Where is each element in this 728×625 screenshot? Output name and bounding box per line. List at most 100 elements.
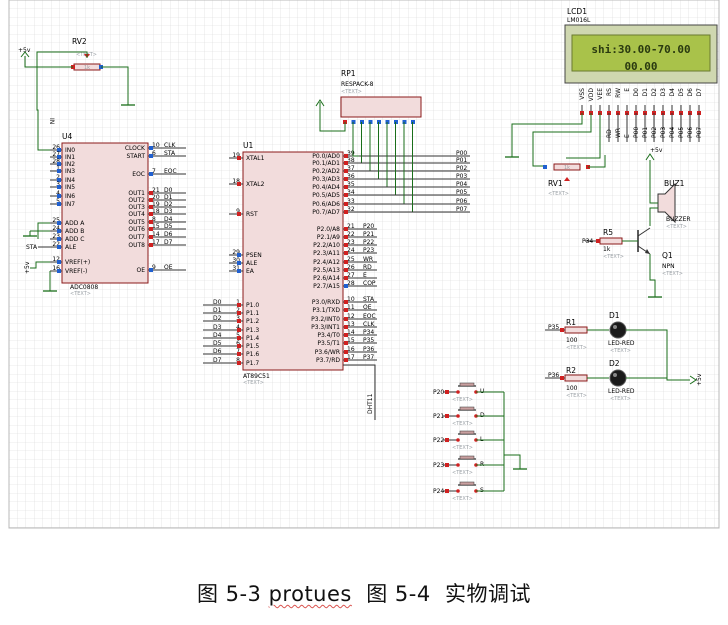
u1-pin-18-name: XTAL2 [246,181,265,188]
u4-pin-23-number: 23 [52,233,60,240]
u1-pin-37-marker [344,169,348,173]
u1-pin-37-name: P0.2/AD2 [312,168,340,175]
button-S-cap [459,481,475,486]
u1-pin-39-name: P0.0/AD0 [312,153,340,160]
u1-pin-11-marker [344,308,348,312]
u4-pin-10-marker [149,146,153,150]
u4-pin-9-marker [149,268,153,272]
u1-pin-31-marker [237,269,241,273]
u1-pin-35-number: 35 [347,181,355,188]
button-R-pin-marker [445,463,449,467]
u1-pin-1-number: 1 [236,299,240,306]
u4-pin-21-name: OUT1 [128,190,145,197]
u1-pin-28-number: 28 [347,280,355,287]
led1-r-value-label: 100 [566,337,578,344]
buzzer-ref-label: BUZ1 [664,179,685,188]
u1-model-label: AT89C51 [243,373,270,380]
rv1-wiper-arrow [564,177,570,181]
u1-pin-2-number: 2 [236,307,240,314]
u1-pin-25-marker [344,260,348,264]
u1-pin-29-marker [237,253,241,257]
u4-pin-24-marker [57,229,61,233]
u1-pin-33-number: 33 [347,198,355,205]
lcd-bus-P05-label: P05 [678,127,685,138]
u1-pin-7-number: 7 [236,348,240,355]
rv2-supply-wire [24,56,73,68]
rp1-model-label: RESPACK-8 [341,81,374,88]
u1-pin-27-name: P2.6/A14 [313,275,340,282]
lcd-vss-wire [511,113,583,152]
lcd-line-2: 00.00 [624,60,657,73]
u4-pin-3-number: 3 [56,181,60,188]
caption-protues-word: protues [268,582,352,606]
u1-pin-4-number: 4 [236,324,240,331]
u4-net-OE-label: OE [164,264,173,271]
rv2-power-label: +5v [18,47,31,54]
u1-pin-3-marker [237,319,241,323]
q1-model-label: NPN [662,263,675,270]
u4-pin-19-marker [149,205,153,209]
u1-pin-30-number: 30 [232,257,240,264]
u1-pin-21-marker [344,227,348,231]
u1-pin-21-number: 21 [347,223,355,230]
u1-pin-4-name: P1.3 [246,327,259,334]
u1-pin-7-name: P1.6 [246,351,259,358]
u1-mcu-body [242,151,344,371]
u1-pin-23-marker [344,243,348,247]
r5-ref-label: R5 [603,228,613,237]
rv2-ref-label: RV2 [72,37,87,46]
led2-net-label: P36 [548,372,559,379]
led2-d-text-tag: <TEXT> [610,396,631,402]
u4-text-tag: <TEXT> [70,291,91,297]
u4-pin-22-marker [57,245,61,249]
u4-pin-9-name: OE [136,267,145,274]
u4-pin-24-name: ADD B [65,228,84,235]
rv1-wire [588,155,606,168]
u1-pin-36-number: 36 [347,173,355,180]
u1-pin-18-number: 18 [232,178,240,185]
u4-pin-5-number: 5 [56,198,60,205]
u1-pin-8-number: 8 [236,357,240,364]
u4-pin-4-marker [57,194,61,198]
u1-pin-6-marker [237,344,241,348]
u1-pin-36-marker [344,177,348,181]
u4-pin-7-marker [149,172,153,176]
u1-pin-13-name: P3.3/INT1 [311,324,340,331]
u1-dht-wire [343,364,376,420]
led1-r-ref-label: R1 [566,318,576,327]
u1-pin-24-number: 24 [347,247,355,254]
rv2-power-arrow [20,51,30,58]
p0-net-P05-label: P05 [456,189,467,196]
u1-pin-37-number: 37 [347,165,355,172]
lcd-pin-E-label: E [624,88,631,92]
figure-caption: 图 5-3 protues 图 5-4 实物调试 [0,578,728,608]
buzzer-power-wire [649,160,658,204]
u1-pin-18-marker [237,182,241,186]
u4-pin-10-number: 10 [152,142,160,149]
u1-pin-14-name: P3.4/T0 [317,332,340,339]
u1-pin-16-name: P3.6/WR [315,349,340,356]
buzzer-q1-wire [649,207,658,226]
u1-pin-10-number: 10 [347,296,355,303]
u1-pin-17-name: P3.7/RD [316,357,340,364]
lcd-pin-VEE-label: VEE [597,88,604,100]
u1-pin-3-number: 3 [236,315,240,322]
u1-pin-4-marker [237,328,241,332]
u1-pin-5-number: 5 [236,332,240,339]
lcd-bus-E-label: E [624,134,631,138]
u4-pin-8-marker [149,220,153,224]
u4-pin-22-number: 22 [52,241,60,248]
u1-net-P37-label: P37 [363,354,374,361]
u1-pin-32-marker [344,210,348,214]
u4-net-D0-label: D0 [164,187,173,194]
u4-pin-18-number: 18 [152,208,160,215]
r5-text-tag: <TEXT> [603,254,624,260]
lcd-ref-label: LCD1 [567,7,587,16]
u1-pin-30-marker [237,261,241,265]
button-L-text-tag: <TEXT> [452,445,473,451]
u4-pin-1-marker [57,169,61,173]
u1-pin-38-number: 38 [347,157,355,164]
u1-pin-35-marker [344,185,348,189]
u1-pin-19-marker [237,156,241,160]
